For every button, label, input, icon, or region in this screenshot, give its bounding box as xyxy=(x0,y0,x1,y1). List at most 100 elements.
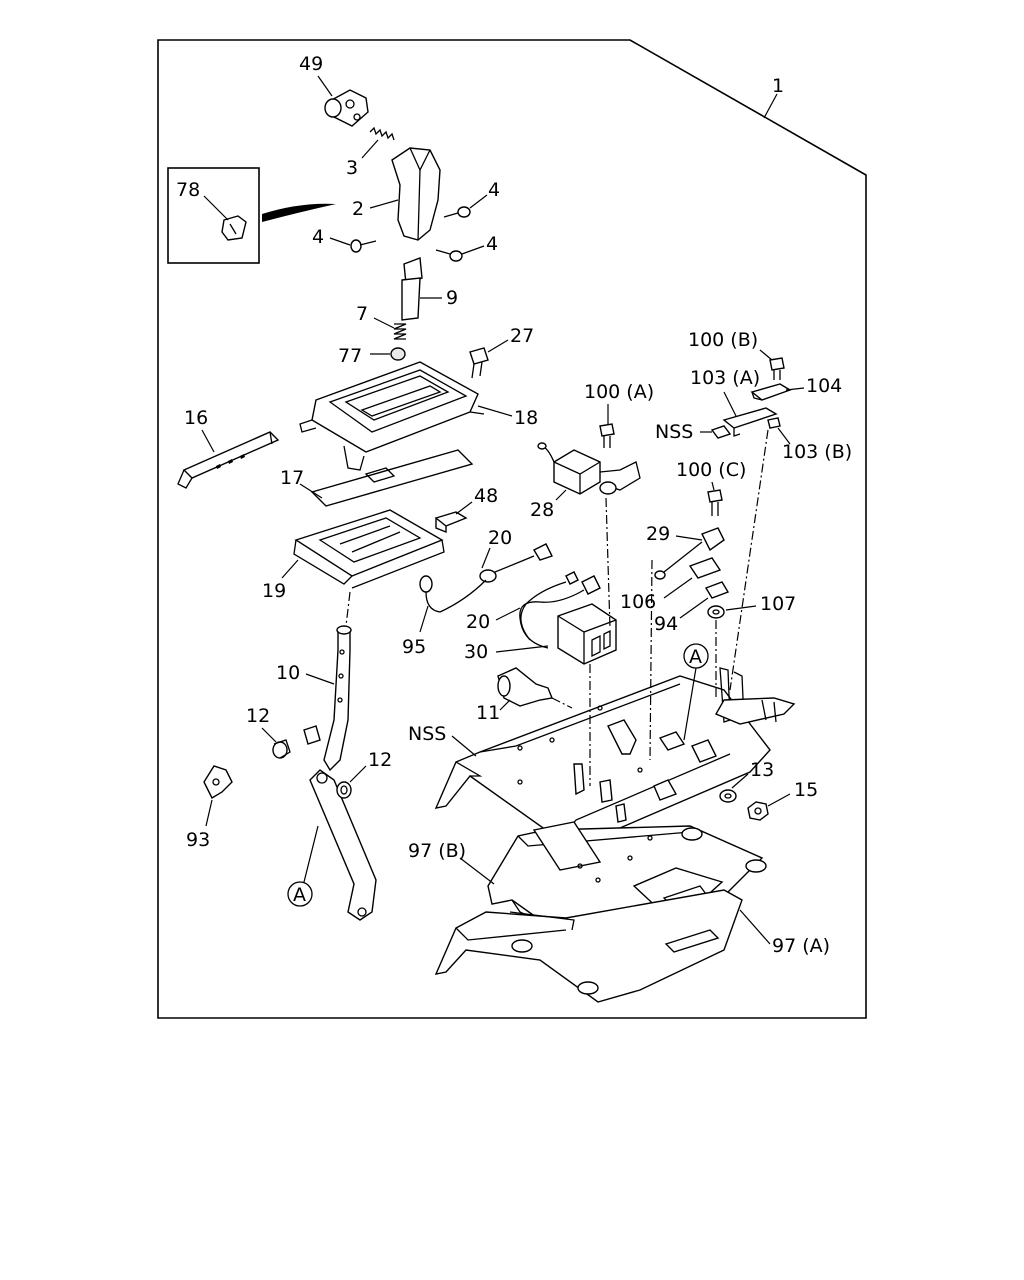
callout-95: 95 xyxy=(402,636,426,658)
part-103b-clip xyxy=(767,417,781,429)
part-12-bushing-left xyxy=(272,739,291,759)
callout-9: 9 xyxy=(446,287,458,309)
part-93-plate xyxy=(203,765,233,799)
leader-20-upper xyxy=(481,547,491,569)
leader-29 xyxy=(675,535,703,541)
leader-28 xyxy=(555,489,567,501)
leader-49 xyxy=(317,75,333,97)
callout-12-left: 12 xyxy=(246,705,270,727)
part-11-pivot-bolt xyxy=(497,667,553,707)
callout-1: 1 xyxy=(772,75,784,97)
leader-1 xyxy=(763,93,778,119)
leader-94 xyxy=(679,597,709,619)
part-20-lamp-wire xyxy=(479,543,553,583)
callout-2: 2 xyxy=(352,198,364,220)
part-27-bolt xyxy=(469,347,489,379)
ref-circle-a-lever xyxy=(287,881,313,907)
part-48-block xyxy=(434,511,468,534)
callout-4-right: 4 xyxy=(486,233,498,255)
leader-97b xyxy=(459,857,495,885)
leader-7 xyxy=(373,317,395,329)
part-94-plate xyxy=(704,581,730,599)
part-77-cap xyxy=(390,347,406,361)
leader-10 xyxy=(305,673,335,685)
leader-95 xyxy=(419,605,429,633)
callout-3: 3 xyxy=(346,157,358,179)
leader-103b xyxy=(777,427,791,445)
leader-12-left xyxy=(261,727,277,743)
part-4-screw-left xyxy=(350,239,377,253)
leader-30 xyxy=(495,645,549,653)
leader-107 xyxy=(725,605,757,611)
assembly-line-103 xyxy=(729,429,769,691)
part-15-nut xyxy=(747,801,769,821)
leader-20-lower xyxy=(495,607,521,621)
callout-104: 104 xyxy=(806,375,842,397)
leader-17 xyxy=(299,483,323,499)
part-13-washer xyxy=(719,789,737,803)
callout-106: 106 xyxy=(620,591,656,613)
part-17-plate xyxy=(310,449,474,507)
leader-19 xyxy=(281,559,299,579)
callout-77: 77 xyxy=(338,345,362,367)
part-19-guide xyxy=(293,509,445,589)
leader-2 xyxy=(369,199,399,209)
part-nss-clip xyxy=(710,425,732,439)
leader-100b xyxy=(759,349,773,361)
part-7-spring xyxy=(393,323,407,340)
leader-106 xyxy=(663,577,693,599)
leader-4-right xyxy=(461,245,485,255)
part-100a-bolt xyxy=(599,423,615,448)
callout-100c: 100 (C) xyxy=(676,459,746,481)
leader-11 xyxy=(499,699,511,711)
leader-nss-lower xyxy=(451,735,477,757)
callout-49: 49 xyxy=(299,53,323,75)
part-20-harness xyxy=(519,571,601,649)
leader-27 xyxy=(487,339,509,353)
leader-93 xyxy=(205,799,213,827)
callout-29: 29 xyxy=(646,523,670,545)
callout-107: 107 xyxy=(760,593,796,615)
assembly-line-100a xyxy=(649,559,653,761)
callout-13: 13 xyxy=(750,759,774,781)
callout-a-bracket: A xyxy=(689,646,702,668)
leader-18 xyxy=(477,405,513,417)
part-9-button-rod xyxy=(401,257,423,321)
inset-pointer xyxy=(262,203,336,222)
part-3-spring xyxy=(369,126,395,141)
leader-78 xyxy=(203,195,229,221)
callout-4-left: 4 xyxy=(312,226,324,248)
part-107-washer xyxy=(707,605,725,619)
part-49-shift-button xyxy=(324,89,369,127)
part-29-lever xyxy=(654,527,725,580)
callout-15: 15 xyxy=(794,779,818,801)
part-4-screw-right xyxy=(435,249,463,262)
part-10-shift-lever xyxy=(303,625,377,921)
callout-a-lever: A xyxy=(293,884,306,906)
leader-100c xyxy=(711,481,715,491)
leader-3 xyxy=(361,139,379,159)
part-nss-base-bracket xyxy=(434,667,796,841)
leader-4-upper xyxy=(469,194,488,209)
callout-7: 7 xyxy=(356,303,368,325)
callout-4-upper: 4 xyxy=(488,179,500,201)
part-12-bushing-right xyxy=(336,781,352,799)
part-97a-plate xyxy=(434,889,743,1003)
assembly-line-11 xyxy=(551,697,573,709)
part-16-bracket xyxy=(177,431,280,489)
part-95-bulb xyxy=(419,575,487,613)
part-103a-bracket xyxy=(722,407,778,437)
assembly-line-28 xyxy=(605,497,611,629)
leader-104 xyxy=(785,387,805,391)
inset-box-78 xyxy=(167,167,260,264)
leader-16 xyxy=(201,429,215,453)
callout-11: 11 xyxy=(476,702,500,724)
part-100b-bolt xyxy=(769,357,785,380)
callout-19: 19 xyxy=(262,580,286,602)
diagram-frame xyxy=(157,39,867,1019)
leader-13 xyxy=(731,773,749,789)
leader-15 xyxy=(767,793,791,807)
callout-100b: 100 (B) xyxy=(688,329,758,351)
callout-27: 27 xyxy=(510,325,534,347)
